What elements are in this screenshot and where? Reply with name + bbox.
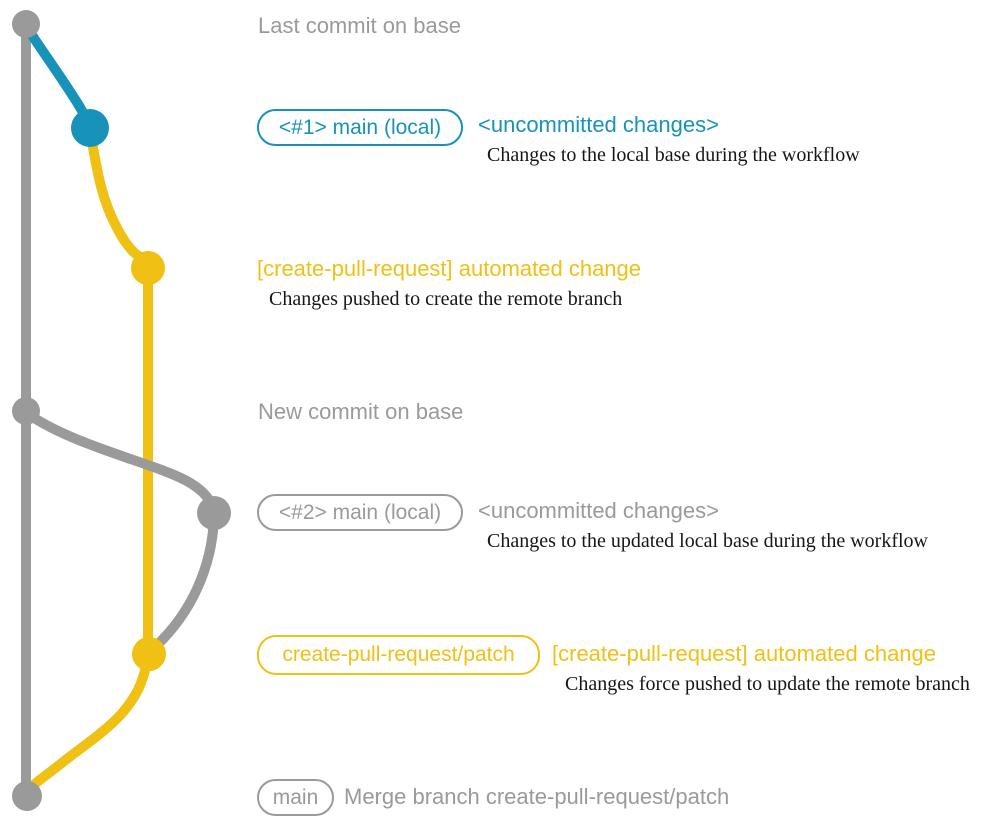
- badge-create-pull-request-patch-label: create-pull-request/patch: [282, 643, 515, 666]
- commit-dot-patch-1: [131, 251, 165, 285]
- patch-merge-curve: [23, 655, 152, 796]
- detail-changes-pushed: Changes pushed to create the remote bran…: [269, 288, 623, 310]
- badge-create-pull-request-patch: create-pull-request/patch: [257, 635, 540, 675]
- note-uncommitted-changes-1: <uncommitted changes>: [478, 112, 719, 137]
- commit-dot-local-main-2: [197, 496, 231, 530]
- badge-main-local-1: <#1> main (local): [257, 109, 463, 146]
- commit-dot-patch-2: [132, 637, 166, 671]
- git-graph: [12, 10, 231, 811]
- badge-main-local-2: <#2> main (local): [257, 494, 463, 531]
- note-merge-branch: Merge branch create-pull-request/patch: [344, 784, 730, 809]
- commit-dot-last-base: [12, 10, 40, 38]
- caption-new-commit-on-base: New commit on base: [258, 399, 464, 424]
- force-push-curve: [151, 513, 219, 651]
- commit-dot-local-main-1: [71, 109, 109, 147]
- badge-main-local-2-label: <#2> main (local): [278, 500, 442, 524]
- note-uncommitted-changes-2: <uncommitted changes>: [478, 498, 719, 523]
- detail-changes-force-pushed: Changes force pushed to update the remot…: [565, 673, 970, 695]
- commit-dot-new-base: [12, 397, 40, 425]
- badge-main: main: [257, 779, 334, 816]
- local-main-branch-curve: [21, 21, 95, 131]
- note-automated-change-1: [create-pull-request] automated change: [257, 256, 642, 281]
- note-automated-change-2: [create-pull-request] automated change: [552, 641, 937, 666]
- badge-main-label: main: [272, 785, 319, 809]
- detail-updated-local-base-changes: Changes to the updated local base during…: [487, 530, 928, 552]
- detail-local-base-changes: Changes to the local base during the wor…: [487, 144, 860, 166]
- caption-last-commit-on-base: Last commit on base: [258, 13, 461, 38]
- badge-main-local-1-label: <#1> main (local): [278, 115, 442, 139]
- updated-local-branch-curve: [23, 409, 218, 512]
- commit-dot-merge: [12, 781, 42, 811]
- patch-branch-out-curve: [85, 126, 154, 267]
